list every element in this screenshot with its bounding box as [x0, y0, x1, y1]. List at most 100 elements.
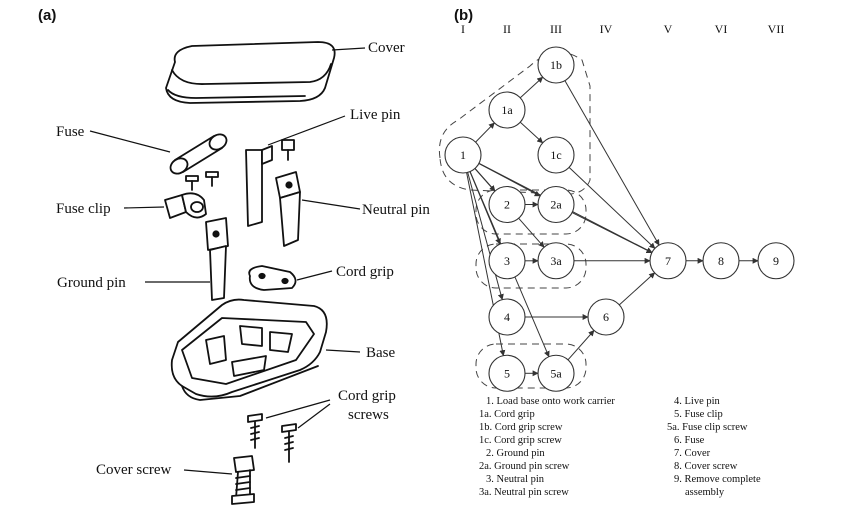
legend-left-item: 2. Ground pin — [486, 448, 545, 459]
legend-left-item: 1. Load base onto work carrier — [486, 396, 615, 407]
node-circle — [757, 242, 795, 280]
node-label: 1b — [550, 58, 562, 72]
cord-grip-part — [248, 265, 297, 291]
legend-right-item: 9. Remove complete — [674, 474, 761, 485]
stage-header: V — [664, 22, 673, 36]
node-circle — [537, 185, 575, 224]
fuse-clip-part — [164, 192, 207, 219]
node-1a: 1a — [488, 91, 526, 129]
label-neutral-pin: Neutral pin — [362, 202, 430, 218]
label-cord-grip-screws-line2: screws — [348, 407, 389, 423]
live-pin-part — [245, 139, 295, 227]
exploded-plug-drawing — [164, 41, 336, 505]
callout-labels: Cover Fuse Live pin Fuse clip Neutral pi… — [56, 40, 430, 478]
node-3: 3 — [488, 242, 526, 280]
node-circle — [488, 91, 526, 129]
node-5a: 5a — [537, 354, 575, 392]
node-label: 7 — [665, 254, 671, 268]
cover-part — [165, 41, 336, 104]
legend-right-item: 5a. Fuse clip screw — [667, 422, 748, 433]
node-1: 1 — [444, 136, 482, 174]
legend-left-item: 1a. Cord grip — [479, 409, 535, 420]
edge-1a-to-1c — [519, 121, 544, 144]
edge-1-to-4 — [467, 172, 504, 301]
stage-header: III — [550, 22, 562, 36]
stage-header: II — [503, 22, 511, 36]
node-6: 6 — [587, 298, 625, 336]
node-4: 4 — [488, 298, 526, 336]
edge-1-to-1a — [475, 122, 495, 143]
legend-left-item: 1c. Cord grip screw — [479, 435, 562, 446]
node-5: 5 — [488, 354, 526, 392]
legend-left-item: 2a. Ground pin screw — [479, 461, 570, 472]
legend-left-item: 3a. Neutral pin screw — [479, 487, 569, 498]
node-circle — [537, 46, 575, 84]
panel-a-label: (a) — [38, 7, 56, 24]
stage-header: VII — [768, 22, 785, 36]
node-label: 9 — [773, 254, 779, 268]
label-base: Base — [366, 345, 396, 361]
stage-header: I — [461, 22, 465, 36]
label-cover: Cover — [368, 40, 405, 56]
ground-pin-part — [205, 217, 229, 301]
group-fuse-clip — [475, 343, 587, 389]
node-circle — [444, 136, 482, 174]
node-label: 4 — [504, 310, 510, 324]
node-3a: 3a — [537, 242, 575, 280]
callout-leaders — [89, 47, 366, 475]
stage-header: VI — [715, 22, 728, 36]
precedence-nodes: 1 1a 1b 1c 2 2a 3 3a 4 6 5 5a 7 8 9 — [444, 46, 795, 392]
node-circle — [587, 298, 625, 336]
node-label: 1a — [501, 103, 513, 117]
group-ground-pin — [475, 189, 587, 235]
legend-left-item: 3. Neutral pin — [486, 474, 545, 485]
node-label: 1 — [460, 148, 466, 162]
node-circle — [488, 298, 526, 336]
node-circle — [537, 136, 575, 174]
edge-1b-to-7 — [564, 80, 660, 246]
node-2a: 2a — [537, 185, 575, 224]
node-circle — [649, 242, 687, 280]
label-cover-screw: Cover screw — [96, 462, 172, 478]
node-8: 8 — [702, 242, 740, 280]
edge-1a-to-1b — [519, 76, 544, 99]
legend-right-item: 6. Fuse — [674, 435, 705, 446]
edge-5a-to-6 — [567, 330, 595, 361]
node-circle — [488, 242, 526, 280]
label-fuse: Fuse — [56, 124, 85, 140]
legend-left: 1. Load base onto work carrier 1a. Cord … — [479, 396, 615, 498]
neutral-pin-part — [275, 171, 301, 247]
node-label: 2 — [504, 198, 510, 212]
legend-right-item: 4. Live pin — [674, 396, 721, 407]
legend-right: 4. Live pin 5. Fuse clip 5a. Fuse clip s… — [667, 396, 761, 498]
node-circle — [537, 242, 575, 280]
legend-left-item: 1b. Cord grip screw — [479, 422, 563, 433]
label-fuse-clip: Fuse clip — [56, 201, 111, 217]
fuse-part — [169, 133, 228, 175]
legend-right-item: assembly — [685, 487, 725, 498]
edge-6-to-7 — [618, 272, 656, 306]
label-ground-pin: Ground pin — [57, 275, 126, 291]
label-cord-grip-screws-line1: Cord grip — [338, 388, 396, 404]
label-live-pin: Live pin — [350, 107, 401, 123]
node-label: 5 — [504, 366, 510, 380]
node-circle — [702, 242, 740, 280]
node-label: 5a — [550, 366, 562, 380]
group-neutral-pin — [475, 243, 587, 289]
label-cord-grip: Cord grip — [336, 264, 394, 280]
node-1c: 1c — [537, 136, 575, 174]
node-label: 3 — [504, 254, 510, 268]
node-label: 2a — [550, 198, 562, 212]
node-circle — [537, 354, 575, 392]
node-circle — [488, 354, 526, 392]
node-1b: 1b — [537, 46, 575, 84]
panel-b-label: (b) — [454, 7, 473, 24]
group-outlines — [438, 51, 591, 389]
node-label: 8 — [718, 254, 724, 268]
node-9: 9 — [757, 242, 795, 280]
cover-screw-part — [231, 455, 255, 505]
node-label: 1c — [550, 148, 561, 162]
cord-grip-screws-part — [247, 413, 297, 463]
